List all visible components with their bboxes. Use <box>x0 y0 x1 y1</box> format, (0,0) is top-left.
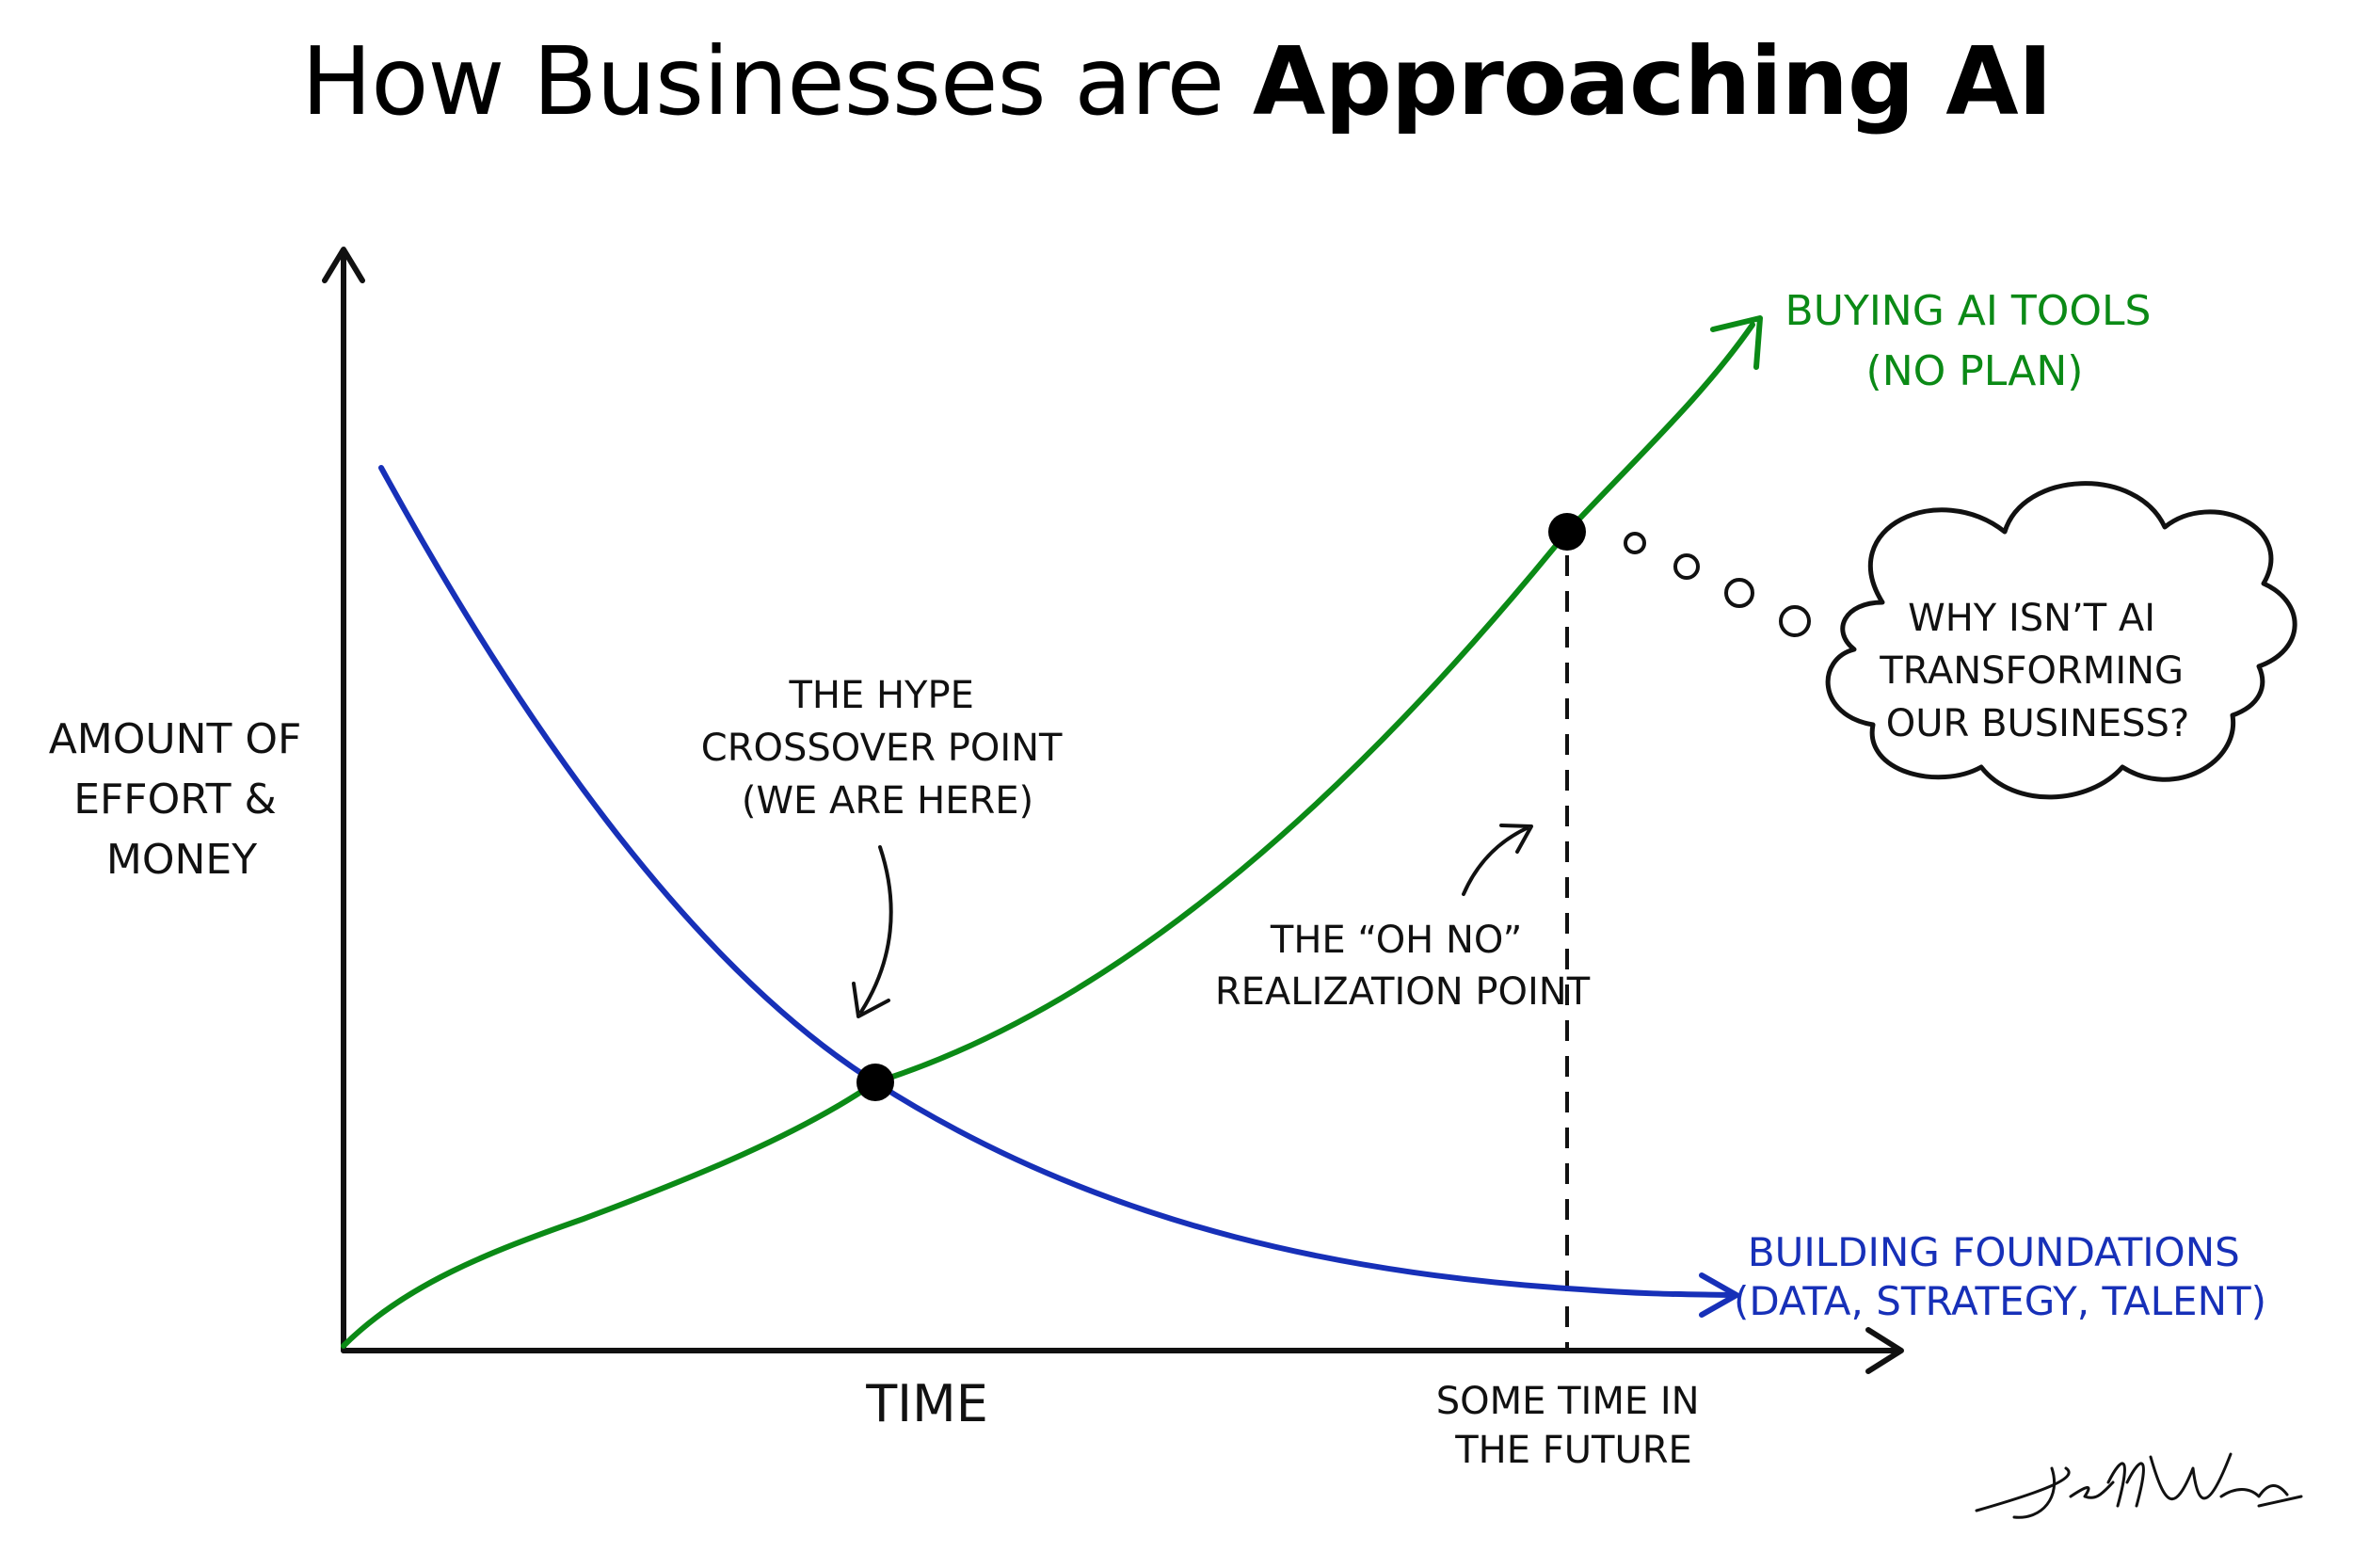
thought-dot-3 <box>1724 578 1754 608</box>
y-axis-label-line-1: AMOUNT OF <box>49 715 302 763</box>
hype-annotation-line-1: THE HYPE <box>788 674 973 717</box>
building-label-line-1: BUILDING FOUNDATIONS <box>1748 1229 2240 1275</box>
signature <box>1975 1452 2303 1519</box>
future-label: SOME TIME IN THE FUTURE <box>1436 1380 1712 1472</box>
thought-dot-2 <box>1673 553 1700 580</box>
buying-label-line-1: BUYING AI TOOLS <box>1785 287 2152 335</box>
x-axis-label: TIME <box>865 1374 988 1433</box>
buying-curve <box>341 322 1755 1349</box>
oh-no-point-marker <box>1548 513 1586 551</box>
buying-label-line-2: (NO PLAN) <box>1866 347 2084 395</box>
thought-text-line-3: OUR BUSINESS? <box>1886 702 2189 745</box>
title-bold: Approaching AI <box>1252 26 2053 136</box>
thought-dot-4 <box>1779 605 1811 637</box>
page-title: How Businesses are Approaching AI <box>0 26 2353 136</box>
axes <box>322 247 1904 1374</box>
hype-annotation: THE HYPE CROSSOVER POINT (WE ARE HERE) <box>701 674 1074 823</box>
x-axis-arrowhead <box>1865 1327 1904 1374</box>
building-curve <box>378 465 1735 1298</box>
building-label: BUILDING FOUNDATIONS (DATA, STRATEGY, TA… <box>1734 1229 2266 1324</box>
y-axis-label-line-3: MONEY <box>106 836 257 884</box>
y-axis-label: AMOUNT OF EFFORT & MONEY <box>49 715 315 884</box>
hype-arrowhead <box>852 982 890 1018</box>
oh-no-arrow <box>1462 826 1529 896</box>
building-label-line-2: (DATA, STRATEGY, TALENT) <box>1734 1278 2266 1324</box>
title-regular: How Businesses are <box>301 26 1225 136</box>
y-axis-label-line-2: EFFORT & <box>73 776 277 824</box>
thought-dot-1 <box>1624 532 1646 554</box>
buying-label: BUYING AI TOOLS (NO PLAN) <box>1785 287 2165 395</box>
thought-text-line-2: TRANSFORMING <box>1879 649 2184 693</box>
buying-arrowhead <box>1710 315 1763 370</box>
building-arrowhead <box>1699 1272 1739 1318</box>
crossover-point-marker <box>856 1064 894 1101</box>
oh-no-annotation-line-1: THE “OH NO” <box>1270 919 1523 962</box>
thought-text-line-1: WHY ISN’T AI <box>1908 597 2155 640</box>
oh-no-annotation: THE “OH NO” REALIZATION POINT <box>1215 919 1591 1014</box>
hype-annotation-line-2: CROSSOVER POINT <box>701 727 1063 770</box>
y-axis-arrowhead <box>322 247 365 283</box>
future-label-line-2: THE FUTURE <box>1454 1429 1692 1472</box>
hype-arrow <box>859 845 893 1014</box>
thought-text: WHY ISN’T AI TRANSFORMING OUR BUSINESS? <box>1879 597 2196 745</box>
hype-annotation-line-3: (WE ARE HERE) <box>742 779 1033 823</box>
oh-no-annotation-line-2: REALIZATION POINT <box>1215 970 1591 1014</box>
thought-cloud <box>1825 481 2297 800</box>
future-label-line-1: SOME TIME IN <box>1436 1380 1700 1423</box>
oh-no-arrowhead <box>1499 824 1533 854</box>
